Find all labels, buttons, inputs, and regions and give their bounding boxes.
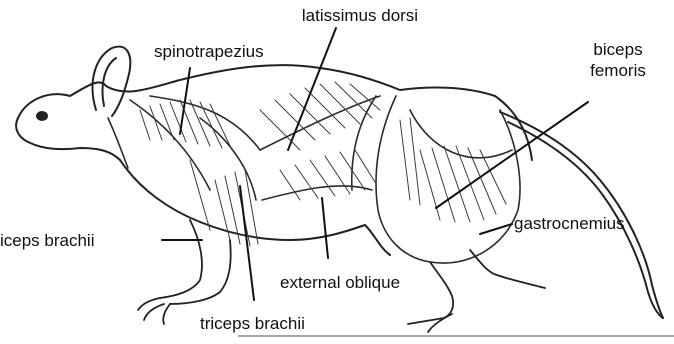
hindlimb-calf xyxy=(470,250,545,288)
label-latissimus-dorsi: latissimus dorsi xyxy=(284,6,436,25)
pointer-triceps-brachii xyxy=(240,186,254,300)
neck-boundary xyxy=(108,118,128,168)
snout-outline xyxy=(16,118,120,160)
pointer-lines xyxy=(162,28,588,300)
label-biceps-brachii: iceps brachii xyxy=(0,231,95,250)
oblique-edge xyxy=(262,186,372,200)
forelimb xyxy=(138,220,231,324)
label-gastrocnemius: gastrocnemius xyxy=(514,214,625,233)
label-triceps-brachii: triceps brachii xyxy=(200,314,305,333)
hindpaw xyxy=(408,314,452,332)
ear-outer xyxy=(93,47,131,116)
belly-outline xyxy=(120,160,390,255)
thigh-split xyxy=(410,110,512,158)
pointer-latissimus-dorsi xyxy=(288,28,336,150)
thigh-outline xyxy=(376,96,520,263)
label-biceps-femoris-line2: femoris xyxy=(580,61,656,80)
trapezius-edge xyxy=(150,96,260,150)
label-spinotrapezius: spinotrapezius xyxy=(154,42,264,61)
fibers-back xyxy=(260,82,380,150)
shoulder-boundary xyxy=(130,100,210,190)
eye xyxy=(36,111,48,121)
eye-mark xyxy=(36,111,48,121)
pointer-gastrocnemius xyxy=(480,224,512,234)
ear xyxy=(93,47,131,116)
forelimb-upper xyxy=(160,220,202,298)
pointer-external-oblique xyxy=(322,198,328,258)
fibers-neck xyxy=(140,100,232,150)
label-biceps-femoris-line1: biceps xyxy=(580,40,656,59)
hindlimb-shin xyxy=(430,262,453,318)
ear-inner xyxy=(103,58,117,106)
forepaw xyxy=(138,298,170,324)
label-external-oblique: external oblique xyxy=(280,273,400,292)
body-dorsal-outline xyxy=(18,65,532,160)
